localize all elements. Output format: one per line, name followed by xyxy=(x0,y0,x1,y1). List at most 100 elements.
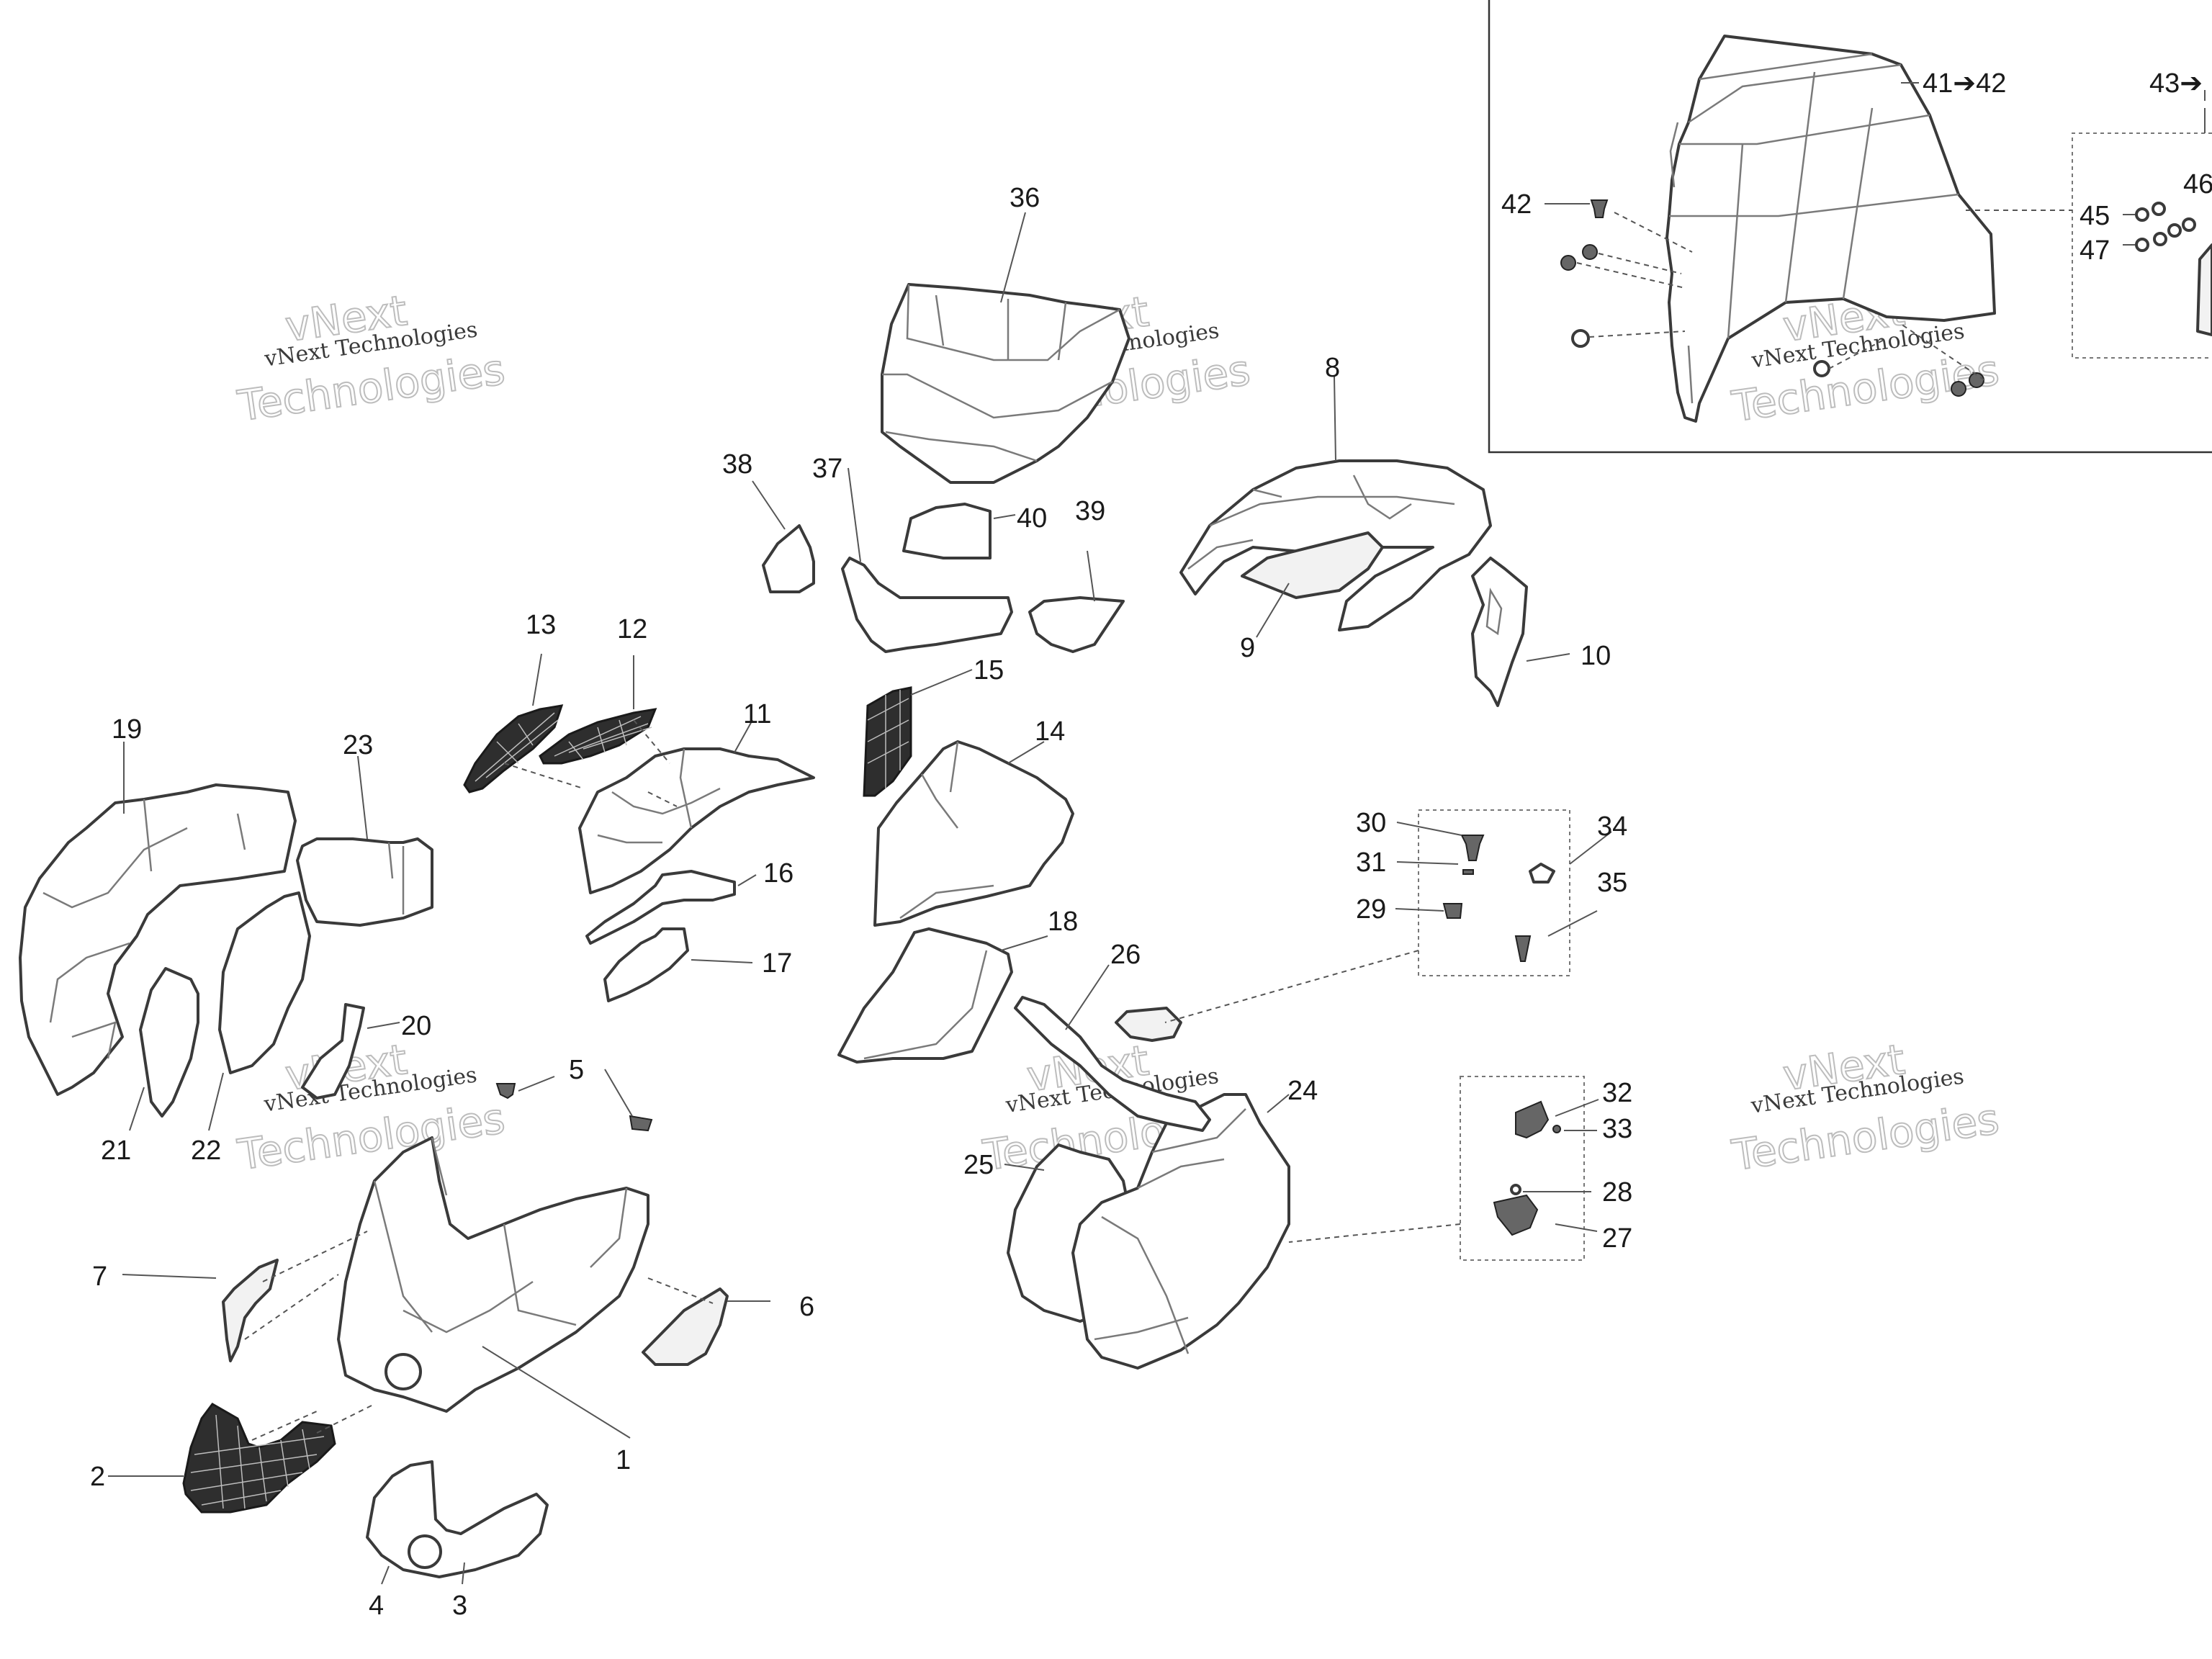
callout-25: 25 xyxy=(963,1150,994,1180)
callout-29: 29 xyxy=(1356,894,1386,925)
callout-21: 21 xyxy=(101,1136,131,1166)
callout-9: 9 xyxy=(1240,633,1255,663)
windshield-nut xyxy=(1571,329,1590,348)
watermark-top-left: vNext Technologies vNext Technologies xyxy=(234,285,508,431)
callout-15: 15 xyxy=(974,655,1004,685)
part-18: 18 xyxy=(837,907,1078,1064)
callout-31: 31 xyxy=(1356,848,1386,878)
callout-41-42: 41➔42 xyxy=(1923,68,2006,99)
callout-28: 28 xyxy=(1602,1177,1632,1208)
part-16: 16 xyxy=(585,858,793,945)
part-37: 37 xyxy=(812,454,1013,653)
part-8-console: 8 9 xyxy=(1179,353,1492,663)
part-14-panel: 14 xyxy=(873,716,1074,927)
clip-34 xyxy=(1529,863,1555,884)
callout-22: 22 xyxy=(191,1136,221,1166)
watermark-mid-right: vNext Technologies vNext Technologies xyxy=(1728,1034,2002,1181)
nut-33 xyxy=(1552,1125,1561,1133)
callout-27: 27 xyxy=(1602,1223,1632,1254)
washer-47c xyxy=(2167,223,2182,238)
screw-28 xyxy=(1510,1184,1521,1195)
callout-8: 8 xyxy=(1325,353,1340,383)
callout-32: 32 xyxy=(1602,1078,1632,1108)
part-23: 23 xyxy=(296,730,433,927)
washer-45b xyxy=(2152,202,2166,216)
callout-17: 17 xyxy=(762,948,792,979)
part-11-nose-frame: 11 xyxy=(578,699,815,894)
callout-42: 42 xyxy=(1501,189,1532,220)
part-5-fasteners: 5 xyxy=(495,1055,653,1132)
part-13-vent-mesh: 13 xyxy=(463,610,564,793)
screw-30 xyxy=(1460,835,1485,861)
washer-47d xyxy=(2182,217,2196,232)
part-38: 38 xyxy=(722,449,815,593)
callout-40: 40 xyxy=(1017,503,1047,534)
windshield-inset: 42 41➔42 43➔ 45 47 46 xyxy=(1488,0,2212,454)
washer-47b xyxy=(2153,232,2167,246)
callout-6: 6 xyxy=(799,1292,814,1322)
hardware-group-29-35: 30 31 29 34 35 xyxy=(1164,808,1627,1023)
callout-26: 26 xyxy=(1110,940,1141,970)
screw-35 xyxy=(1514,935,1532,962)
part-17: 17 xyxy=(603,927,792,1002)
callout-16: 16 xyxy=(763,858,793,889)
part-3-lower-cover: 3 xyxy=(366,1460,549,1621)
part-40: 40 xyxy=(902,503,1047,559)
windshield xyxy=(1665,35,1996,423)
callout-34: 34 xyxy=(1597,811,1627,842)
callout-7: 7 xyxy=(92,1262,107,1292)
callout-23: 23 xyxy=(343,730,373,760)
callout-45: 45 xyxy=(2080,201,2110,231)
callout-39: 39 xyxy=(1075,496,1105,526)
windshield-screw-42 xyxy=(1590,199,1609,218)
callout-18: 18 xyxy=(1048,907,1078,937)
callout-36: 36 xyxy=(1010,183,1040,213)
callout-19: 19 xyxy=(112,714,142,745)
callout-43: 43➔ xyxy=(2149,68,2203,99)
callout-38: 38 xyxy=(722,449,752,480)
callout-37: 37 xyxy=(812,454,842,484)
part-19-side-panel: 19 xyxy=(19,714,297,1096)
callout-12: 12 xyxy=(617,614,647,644)
callout-10: 10 xyxy=(1581,641,1611,671)
callout-20: 20 xyxy=(401,1011,431,1041)
part-22: 22 xyxy=(191,891,311,1166)
callout-5: 5 xyxy=(569,1055,584,1085)
callout-13: 13 xyxy=(526,610,556,640)
callout-3: 3 xyxy=(452,1591,467,1621)
part-7: 7 xyxy=(92,1231,368,1362)
part-2-grille: 2 xyxy=(90,1403,375,1514)
washer-47a xyxy=(2135,238,2149,252)
windshield-washer xyxy=(1813,360,1830,377)
bracket-27 xyxy=(1493,1194,1539,1236)
part-4-cap: 4 xyxy=(369,1565,390,1621)
part-15-mesh: 15 xyxy=(863,655,1004,797)
windshield-screw-b xyxy=(1582,244,1598,260)
callout-24: 24 xyxy=(1287,1076,1318,1106)
windshield-screw-c xyxy=(1951,381,1966,397)
part-21: 21 xyxy=(101,967,199,1166)
part-24-side-panel: 24 xyxy=(1071,1076,1318,1370)
nut-29 xyxy=(1442,903,1463,919)
callout-14: 14 xyxy=(1035,716,1065,747)
callout-35: 35 xyxy=(1597,868,1627,898)
part-12-vent-mesh: 12 xyxy=(539,614,657,765)
part-46-fragment xyxy=(2196,243,2212,336)
callout-4: 4 xyxy=(369,1591,384,1621)
part-9-panel xyxy=(1241,531,1384,599)
part-6: 6 xyxy=(642,1277,814,1366)
callout-1: 1 xyxy=(616,1445,631,1475)
washer-45a xyxy=(2135,207,2149,222)
part-10-panel: 10 xyxy=(1471,557,1611,707)
callout-46: 46 xyxy=(2183,169,2212,199)
part-1-nose: 1 xyxy=(337,1136,649,1475)
windshield-screw-a xyxy=(1560,255,1576,271)
part-20: 20 xyxy=(301,1003,431,1100)
callout-47: 47 xyxy=(2080,235,2110,266)
part-39: 39 xyxy=(1028,496,1125,653)
clip-31 xyxy=(1462,869,1474,875)
hardware-group-27-33: 32 33 28 27 xyxy=(1288,1076,1632,1261)
clip-32 xyxy=(1515,1100,1550,1139)
callout-11: 11 xyxy=(743,699,771,729)
